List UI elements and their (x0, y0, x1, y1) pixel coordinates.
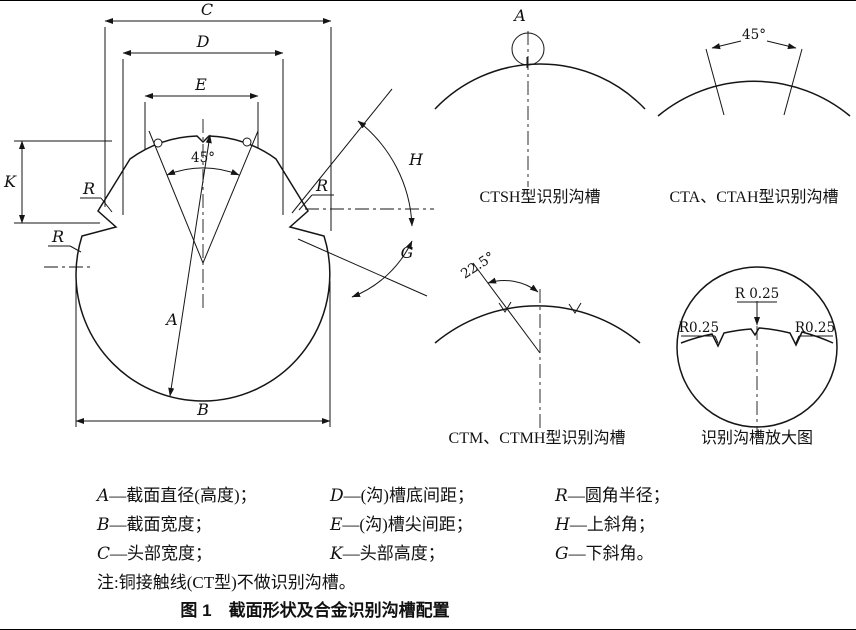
ctsh-diagram: A CTSH型识别沟槽 (434, 6, 646, 206)
ctm-surface-arc (434, 305, 641, 344)
legend-text: —圆角半径； (567, 486, 670, 505)
cta-groove-line-left (705, 48, 725, 116)
angle-45-label: 45° (191, 150, 215, 166)
legend-item: B—截面宽度； (97, 510, 330, 539)
dim-d: D (122, 32, 284, 215)
dim-a-line (168, 134, 212, 397)
dim-e-label: E (194, 75, 207, 94)
legend-text: —上斜角； (569, 515, 655, 534)
legend-item: G—下斜角。 (555, 539, 755, 568)
dim-c-label: C (201, 1, 213, 19)
fillet-radius-labels: R R R (48, 176, 334, 253)
dim-b: B (75, 281, 331, 427)
legend-text: —(沟)槽尖间距； (342, 515, 473, 534)
legend-text: —截面直径(高度)； (109, 486, 257, 505)
legend-text: —头部宽度； (110, 544, 213, 563)
ctm-caption: CTM、CTMH型识别沟槽 (449, 429, 626, 447)
enlarged-caption: 识别沟槽放大图 (701, 429, 813, 447)
ctm-groove-notch-left (498, 301, 512, 313)
legend-symbol: R (555, 486, 568, 506)
legend-item: K—头部高度； (330, 539, 555, 568)
legend-text: —截面宽度； (109, 515, 212, 534)
legend-row: A—截面直径(高度)； D—(沟)槽底间距； R—圆角半径； (97, 481, 777, 510)
dim-e: E (144, 75, 259, 150)
legend-symbol: K (330, 544, 343, 564)
legend-item: H—上斜角； (555, 510, 755, 539)
cta-groove-line-right (783, 48, 803, 116)
ctm-groove-line (472, 262, 541, 354)
dim-h-label: H (408, 150, 424, 169)
bevel-angles: H G (291, 88, 434, 298)
ctsh-point-label: A (512, 6, 526, 25)
figure-note: 注:铜接触线(CT型)不做识别沟槽。 (97, 573, 356, 592)
legend-symbol: E (330, 515, 343, 535)
ctsh-caption: CTSH型识别沟槽 (480, 188, 601, 206)
r-left-lower-label: R (51, 227, 64, 246)
enlarged-r-left-label: R0.25 (679, 320, 719, 336)
r-left-upper-label: R (82, 179, 95, 198)
legend-item: R—圆角半径； (555, 481, 755, 510)
cta-angle-arrow-right (766, 40, 797, 50)
dim-d-label: D (196, 32, 210, 51)
dim-a-label: A (164, 310, 178, 329)
ctsh-surface-arc (434, 63, 646, 110)
dim-b-label: B (196, 400, 209, 419)
legend-symbol: G (555, 544, 569, 564)
legend-symbol: A (97, 486, 110, 506)
cta-surface-arc (657, 80, 851, 117)
groove-mark-right (242, 137, 252, 147)
enlarged-r-right-leader (795, 335, 800, 344)
figure-caption: 图 1 截面形状及合金识别沟槽配置 (180, 601, 450, 620)
angle-g-arc (351, 240, 413, 298)
r-right-upper-label: R (315, 176, 328, 195)
radial-line-right (202, 130, 259, 264)
legend-row: B—截面宽度； E—(沟)槽尖间距； H—上斜角； (97, 510, 777, 539)
legend-symbol: C (97, 544, 111, 564)
enlarged-groove-profile (680, 327, 834, 348)
ctm-angle-label: 22.5° (458, 249, 498, 282)
legend-text: —(沟)槽底间距； (343, 486, 474, 505)
enlarged-groove-diagram: R 0.25 R0.25 R0.25 识别沟槽放大图 (676, 266, 838, 447)
angle-h-arc (357, 120, 415, 227)
dim-k-label: K (3, 172, 17, 191)
legend-text: —下斜角。 (568, 544, 654, 563)
cta-caption: CTA、CTAH型识别沟槽 (670, 188, 839, 206)
dim-g-label: G (401, 243, 414, 262)
legend-symbol: H (555, 515, 570, 535)
enlarged-r-top-label: R 0.25 (735, 286, 780, 302)
ctm-diagram: 22.5° CTM、CTMH型识别沟槽 (434, 249, 641, 447)
legend-row: C—头部宽度； K—头部高度； G—下斜角。 (97, 539, 777, 568)
technical-drawing: 45° A C D E (3, 1, 851, 447)
legend-symbol: B (97, 515, 110, 535)
ctm-angle-arc (487, 277, 539, 293)
cta-angle-label: 45° (742, 27, 766, 43)
legend-symbol: D (330, 486, 344, 506)
legend-item: C—头部宽度； (97, 539, 330, 568)
legend-item: A—截面直径(高度)； (97, 481, 330, 510)
main-cross-section-diagram: 45° A C D E (3, 1, 434, 427)
legend-item: E—(沟)槽尖间距； (330, 510, 555, 539)
legend: A—截面直径(高度)； D—(沟)槽底间距； R—圆角半径； B—截面宽度； E… (97, 481, 777, 568)
legend-text: —头部高度； (342, 544, 445, 563)
ctm-groove-notch-right (568, 302, 582, 314)
legend-item: D—(沟)槽底间距； (330, 481, 555, 510)
dim-c: C (104, 1, 332, 231)
enlarged-r-right-label: R0.25 (795, 320, 835, 336)
enlarged-r-left-leader (714, 335, 719, 344)
upper-bevel-line (291, 88, 393, 214)
cta-diagram: 45° CTA、CTAH型识别沟槽 (657, 27, 851, 206)
dim-k: K (3, 140, 112, 224)
cta-angle-arrow-left (711, 40, 742, 50)
